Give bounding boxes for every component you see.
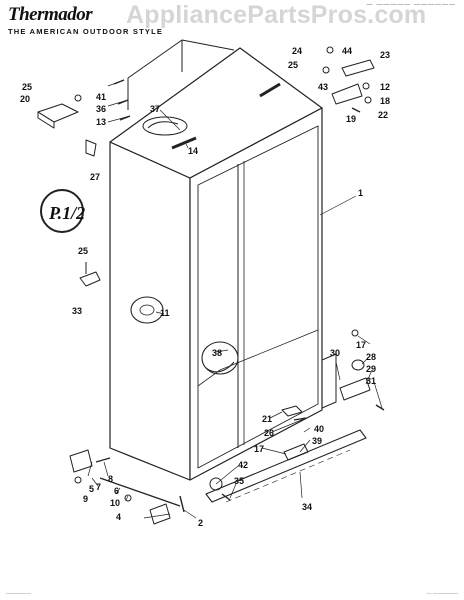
screw-31	[375, 404, 385, 411]
callout-39: 39	[312, 436, 322, 446]
watermark: AppliancePartsPros.com	[126, 1, 427, 29]
screw-17	[351, 329, 359, 337]
callout-40: 40	[314, 424, 324, 434]
callout-4: 4	[116, 512, 121, 522]
leveler-4	[149, 503, 171, 525]
callout-36: 36	[96, 104, 106, 114]
callout-26: 26	[264, 428, 274, 438]
callout-25-mid: 25	[78, 246, 88, 256]
callout-18: 18	[380, 96, 390, 106]
front-leveler-42	[209, 477, 223, 491]
top-hinge-assembly	[142, 116, 188, 136]
callout-21: 21	[262, 414, 272, 424]
liner-bottom	[197, 329, 319, 387]
callout-9: 9	[83, 494, 88, 504]
callout-17-bottom: 17	[254, 444, 264, 454]
callout-44: 44	[342, 46, 352, 56]
clip-27	[85, 139, 97, 157]
callout-22: 22	[378, 110, 388, 120]
callout-28: 28	[366, 352, 376, 362]
callout-6: 6	[114, 486, 119, 496]
cabinet-side	[189, 107, 323, 481]
callout-33: 33	[72, 306, 82, 316]
callout-7: 7	[96, 482, 101, 492]
callout-5: 5	[89, 484, 94, 494]
screw-9	[74, 476, 82, 484]
callout-20: 20	[20, 94, 30, 104]
callout-27: 27	[90, 172, 100, 182]
kick-plate-34	[205, 429, 367, 503]
screw-22	[351, 107, 361, 113]
callout-19: 19	[346, 114, 356, 124]
side-grommet-hole	[139, 304, 155, 316]
washer-10	[124, 494, 132, 502]
bracket-part-20	[37, 103, 79, 123]
screw-44	[326, 46, 334, 54]
callout-24: 24	[292, 46, 302, 56]
leader-lines	[87, 79, 383, 519]
bracket-part-20-side	[37, 111, 55, 129]
callout-35: 35	[234, 476, 244, 486]
callout-11: 11	[160, 308, 170, 318]
callout-25-topleft: 25	[22, 82, 32, 92]
hinge-29	[339, 377, 371, 401]
side-grommet	[130, 296, 164, 324]
drain-tube-lip	[205, 361, 235, 373]
drain-tube-assembly	[201, 341, 239, 375]
callout-12: 12	[380, 82, 390, 92]
model-code: — ————— ——————	[366, 2, 456, 8]
callout-38: 38	[212, 348, 222, 358]
callout-1: 1	[358, 188, 363, 198]
bushing-12	[362, 82, 370, 90]
stamp-text: P.1/2	[48, 203, 85, 223]
screw-25	[74, 94, 82, 102]
pin-26	[293, 417, 307, 421]
brand-tagline: THE AMERICAN OUTDOOR STYLE	[8, 27, 164, 36]
bottom-rail-6	[99, 477, 181, 507]
pin-8	[95, 457, 111, 463]
callout-30: 30	[330, 348, 340, 358]
kick-plate-vents	[225, 449, 351, 503]
hinge-bracket-30	[321, 353, 337, 409]
screw-35	[221, 493, 231, 501]
top-trim-strip-2	[259, 82, 281, 98]
hinge-plate-23	[341, 59, 375, 77]
callout-10: 10	[110, 498, 120, 508]
clip-33	[79, 271, 101, 287]
callout-37: 37	[150, 104, 160, 114]
roller-7	[69, 449, 93, 473]
brand-logo: Thermador	[8, 4, 93, 25]
bushing-28	[351, 359, 365, 371]
hinge-bracket-19	[331, 83, 363, 105]
bracket-21	[281, 405, 303, 417]
callout-25-topright: 25	[288, 60, 298, 70]
callout-43: 43	[318, 82, 328, 92]
cabinet-front-frame	[109, 141, 191, 481]
hinge-bracket	[147, 121, 179, 129]
footer-left: —————	[6, 591, 31, 597]
callout-17-top: 17	[356, 340, 366, 350]
top-trim-strip	[171, 136, 197, 150]
stamp-circle	[40, 189, 84, 233]
screw-24	[322, 66, 330, 74]
callout-42: 42	[238, 460, 248, 470]
callout-41: 41	[96, 92, 106, 102]
liner-opening	[197, 125, 319, 469]
callout-29: 29	[366, 364, 376, 374]
callout-labels: 1 2 4 5 6 7 8 9 10 11 12 13 14 17 17 18 …	[20, 46, 390, 528]
washer-18	[364, 96, 372, 104]
callout-2: 2	[198, 518, 203, 528]
callout-13: 13	[96, 117, 106, 127]
callout-34: 34	[302, 502, 312, 512]
callout-31: 31	[366, 376, 376, 386]
footer-right: — —————	[426, 591, 458, 597]
callout-14: 14	[188, 146, 198, 156]
callout-8: 8	[108, 474, 113, 484]
callout-23: 23	[380, 50, 390, 60]
screw-2	[179, 495, 185, 513]
